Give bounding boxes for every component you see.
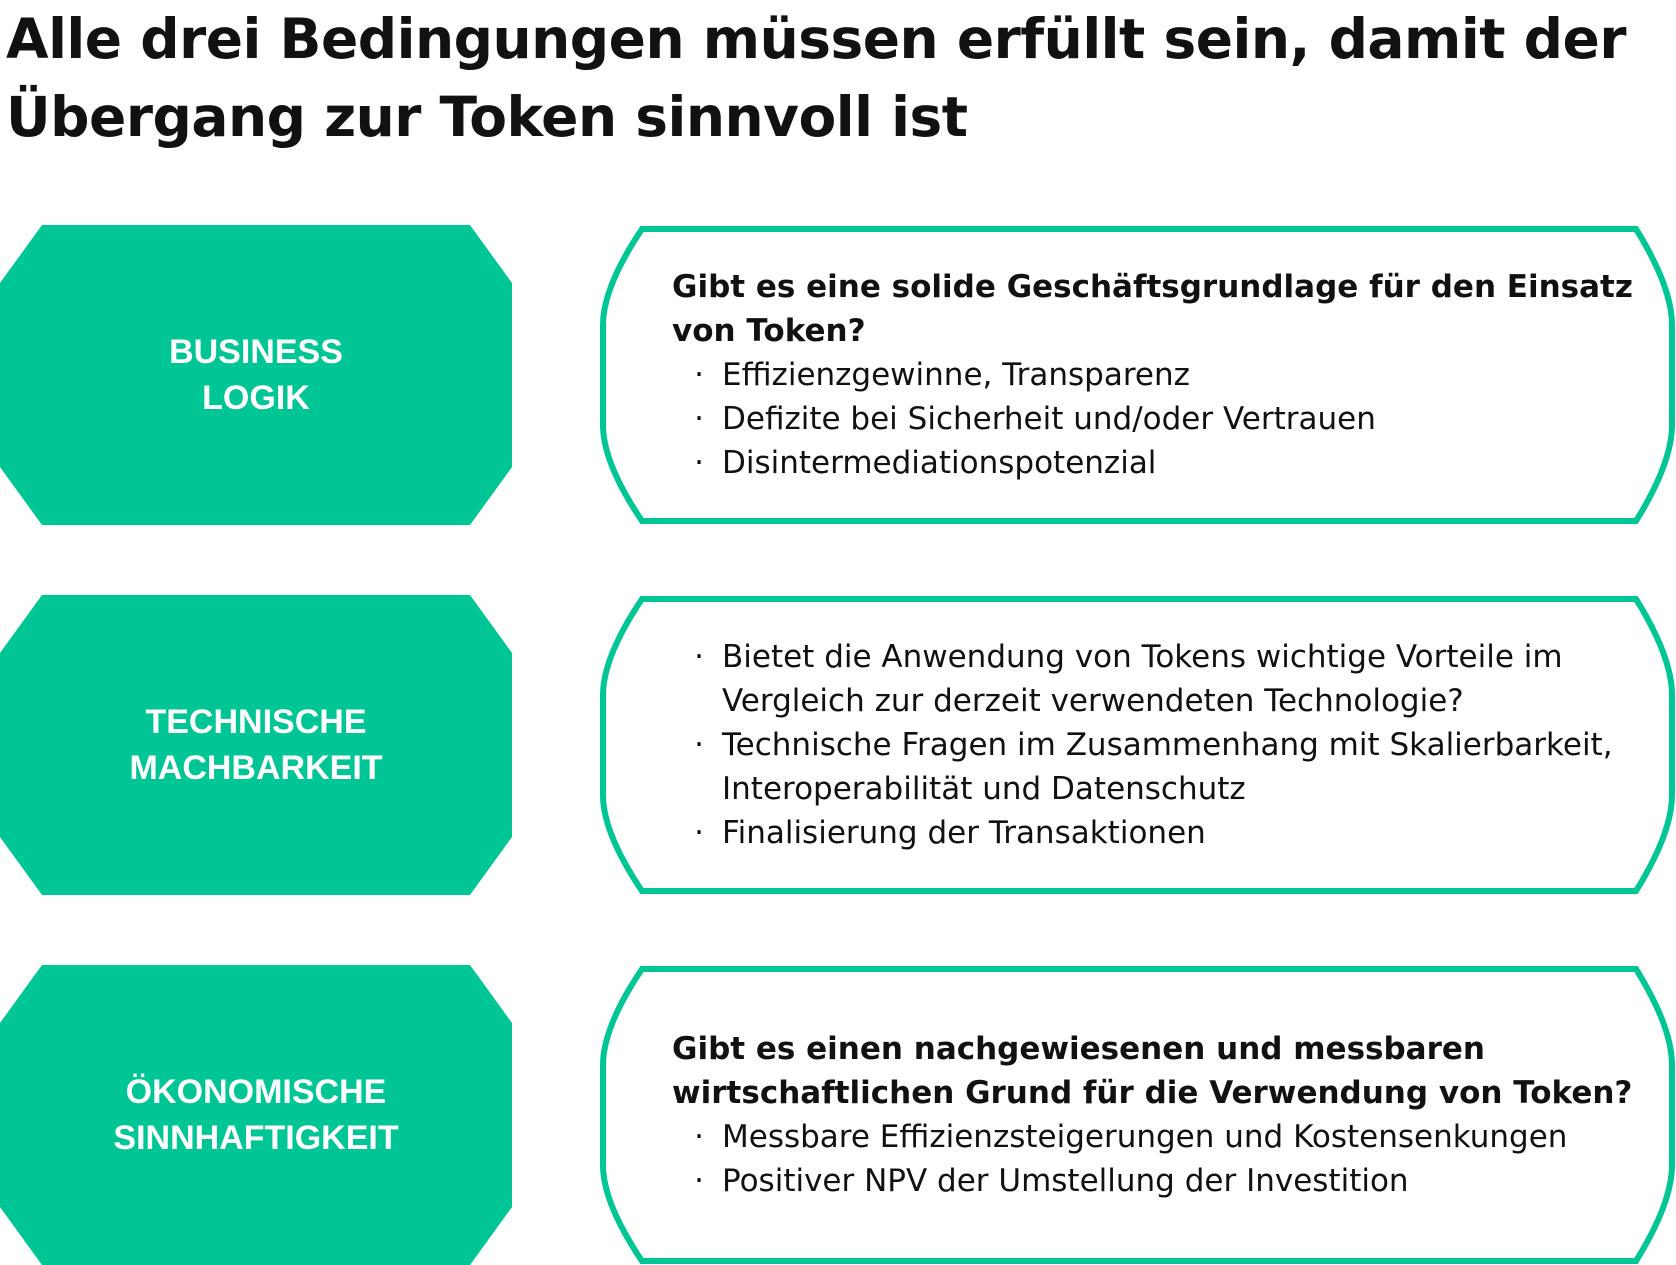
list-item: · Bietet die Anwendung von Tokens wichtig…: [672, 635, 1652, 723]
list-item: · Technische Fragen im Zusammenhang mit S…: [672, 723, 1652, 811]
condition-label-line-2: SINNHAFTIGKEIT: [113, 1119, 399, 1157]
bullet-text: Defizite bei Sicherheit und/oder Vertrau…: [722, 401, 1376, 437]
bullet-text: Positiver NPV der Umstellung der Investi…: [722, 1163, 1409, 1199]
bullet-text: Technische Fragen im Zusammenhang mit Sk…: [722, 727, 1613, 807]
bullet-text: Finalisierung der Transaktionen: [722, 815, 1206, 851]
condition-bullet-list: · Effizienzgewinne, Transparenz · Defizite…: [672, 353, 1652, 485]
condition-detail-content: Gibt es einen nachgewiesenen und messbar…: [672, 965, 1652, 1265]
bullet-dot-icon: ·: [694, 357, 704, 393]
condition-label: BUSINESS LOGIK: [0, 225, 512, 525]
detail-box-outline: [600, 966, 1675, 1264]
list-item: · Finalisierung der Transaktionen: [672, 811, 1652, 855]
condition-bullet-list: · Bietet die Anwendung von Tokens wichtig…: [672, 635, 1652, 855]
condition-label-line-1: TECHNISCHE: [145, 703, 367, 741]
condition-label-line-1: BUSINESS: [169, 333, 343, 371]
label-box-fill: [0, 965, 512, 1265]
bullet-text: Messbare Effizienzsteigerungen und Koste…: [722, 1119, 1568, 1155]
label-box-fill: [0, 225, 512, 525]
condition-label-line-1: ÖKONOMISCHE: [125, 1073, 387, 1111]
label-box-fill: [0, 595, 512, 895]
bullet-dot-icon: ·: [694, 445, 704, 481]
condition-label-box: TECHNISCHE MACHBARKEIT: [0, 595, 512, 895]
bullet-dot-icon: ·: [694, 1119, 704, 1155]
label-box-shape: [0, 965, 512, 1265]
bullet-dot-icon: ·: [694, 639, 704, 675]
condition-question: Gibt es einen nachgewiesenen und messbar…: [672, 1031, 1633, 1111]
bullet-text: Bietet die Anwendung von Tokens wichtige…: [722, 639, 1563, 719]
bullet-text: Effizienzgewinne, Transparenz: [722, 357, 1190, 393]
bullet-dot-icon: ·: [694, 1163, 704, 1199]
condition-detail-box: · Bietet die Anwendung von Tokens wichtig…: [600, 595, 1676, 895]
condition-bullet-list: · Messbare Effizienzsteigerungen und Kost…: [672, 1115, 1652, 1203]
condition-label: ÖKONOMISCHE SINNHAFTIGKEIT: [0, 965, 512, 1265]
condition-detail-content: Gibt es eine solide Geschäftsgrundlage f…: [672, 225, 1652, 525]
condition-row-economic-sense: ÖKONOMISCHE SINNHAFTIGKEIT Gibt es einen…: [0, 965, 1676, 1265]
detail-box-outline: [600, 226, 1675, 524]
page-title: Alle drei Bedingungen müssen erfüllt sei…: [6, 7, 1626, 149]
condition-detail-content: · Bietet die Anwendung von Tokens wichtig…: [672, 595, 1652, 895]
list-item: · Disintermediationspotenzial: [672, 441, 1652, 485]
condition-label-line-2: MACHBARKEIT: [129, 749, 383, 787]
condition-row-business-logic: BUSINESS LOGIK Gibt es eine solide Gesch…: [0, 225, 1676, 525]
bullet-text: Disintermediationspotenzial: [722, 445, 1157, 481]
label-box-shape: [0, 595, 512, 895]
detail-box-border: [600, 226, 1675, 524]
list-item: · Effizienzgewinne, Transparenz: [672, 353, 1652, 397]
list-item: · Defizite bei Sicherheit und/oder Vertra…: [672, 397, 1652, 441]
condition-label-line-2: LOGIK: [202, 379, 310, 417]
condition-label-box: BUSINESS LOGIK: [0, 225, 512, 525]
detail-box-outline: [600, 596, 1675, 894]
condition-label-box: ÖKONOMISCHE SINNHAFTIGKEIT: [0, 965, 512, 1265]
detail-box-border: [600, 596, 1675, 894]
condition-question: Gibt es eine solide Geschäftsgrundlage f…: [672, 269, 1633, 349]
list-item: · Messbare Effizienzsteigerungen und Kost…: [672, 1115, 1652, 1159]
bullet-dot-icon: ·: [694, 727, 704, 763]
label-box-shape: [0, 225, 512, 525]
condition-row-technical-feasibility: TECHNISCHE MACHBARKEIT · Bietet die Anwen…: [0, 595, 1676, 895]
bullet-dot-icon: ·: [694, 401, 704, 437]
condition-detail-box: Gibt es eine solide Geschäftsgrundlage f…: [600, 225, 1676, 525]
condition-detail-box: Gibt es einen nachgewiesenen und messbar…: [600, 965, 1676, 1265]
detail-box-border: [600, 966, 1675, 1264]
bullet-dot-icon: ·: [694, 815, 704, 851]
condition-label: TECHNISCHE MACHBARKEIT: [0, 595, 512, 895]
list-item: · Positiver NPV der Umstellung der Invest…: [672, 1159, 1652, 1203]
